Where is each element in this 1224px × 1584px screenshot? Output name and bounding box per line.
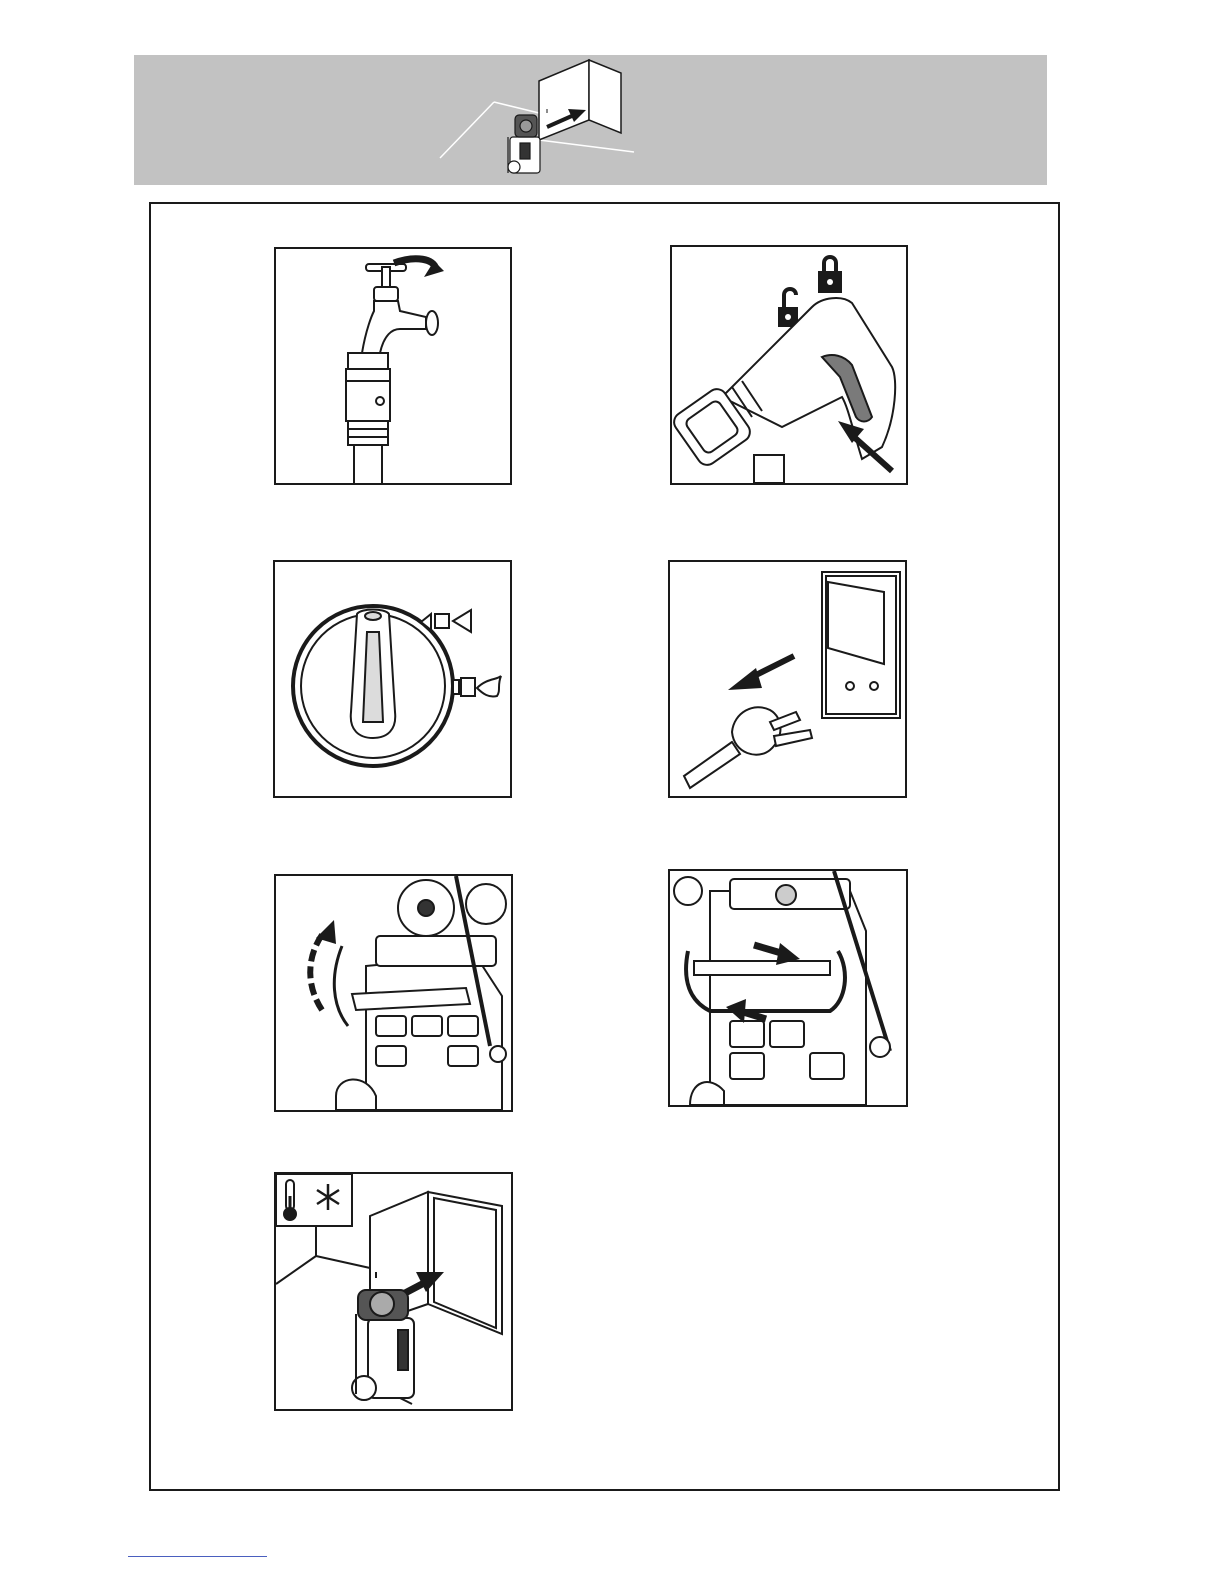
water-tap-icon	[362, 264, 438, 353]
hot-flame-nozzle-icon	[453, 676, 501, 697]
footer-link-underline	[128, 1556, 267, 1557]
panel-lock-spray-gun	[670, 245, 908, 485]
pressure-washer-icon	[352, 1290, 414, 1404]
curved-wind-arrow-icon	[310, 920, 336, 1010]
panel-close-tap	[274, 247, 512, 485]
pressure-washer-icon	[508, 115, 540, 173]
unlock-icon	[778, 289, 798, 327]
panel-wind-hose-reel	[274, 874, 513, 1112]
plug-icon	[684, 707, 812, 788]
frost-badge	[276, 1174, 352, 1226]
thermometer-icon	[284, 1180, 296, 1220]
panel-hose-holder	[668, 869, 908, 1107]
wall-socket-icon	[822, 572, 900, 718]
cold-water-nozzle-icon	[421, 610, 471, 632]
pull-arrow-icon	[728, 656, 794, 690]
panel-selector-knob	[273, 560, 512, 798]
panel-frost-storage	[274, 1172, 513, 1411]
hose-reel-icon	[334, 876, 506, 1110]
indoor-storage-pictogram	[134, 55, 1047, 185]
hose-holder-icon	[674, 871, 890, 1105]
header-band	[134, 55, 1047, 185]
hose-connector-icon	[346, 353, 390, 483]
selector-knob-icon	[293, 606, 453, 766]
panel-unplug	[668, 560, 907, 798]
indoor-room-icon	[539, 60, 621, 140]
lock-icon	[818, 257, 842, 293]
